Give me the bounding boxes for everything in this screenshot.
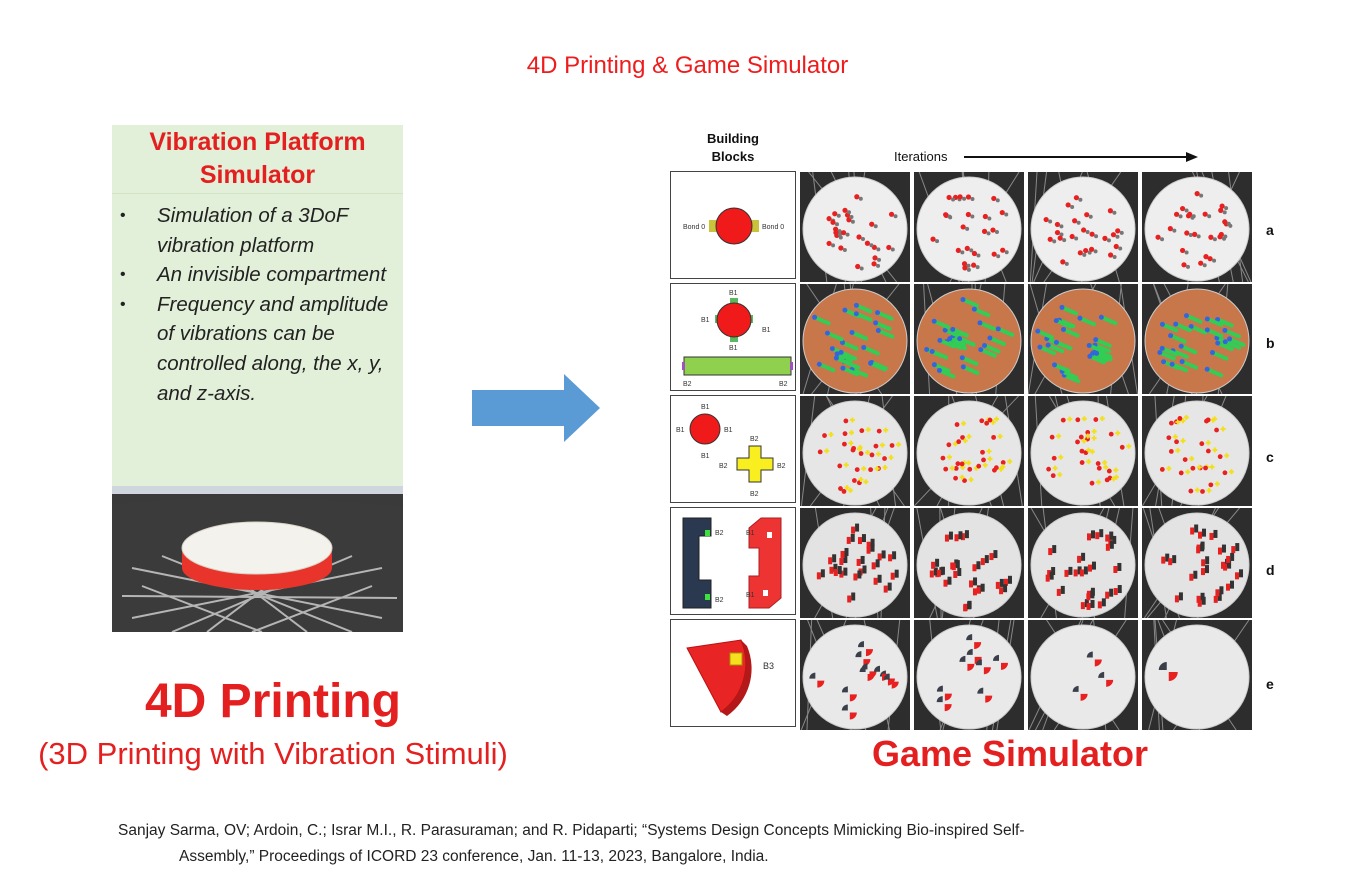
simulation-thumbnail xyxy=(1142,620,1252,730)
building-block-c: B1 B1 B1 B1 B2 B2 B2 B2 xyxy=(670,395,796,503)
iterations-arrow-icon xyxy=(964,152,1198,162)
building-block-b: B1 B1 B1 B1 B2 B2 xyxy=(670,283,796,391)
b1-label: B1 xyxy=(746,530,755,537)
panel-heading-line2: Simulator xyxy=(199,161,316,189)
b2-label: B2 xyxy=(715,530,724,537)
b1-label: B1 xyxy=(676,427,685,434)
row-label-b: b xyxy=(1266,335,1275,351)
b1-label: B1 xyxy=(724,427,733,434)
feature-list: • Simulation of a 3DoF vibration platform… xyxy=(120,201,405,408)
b1-label: B1 xyxy=(762,327,771,334)
simulation-thumbnail xyxy=(914,620,1024,730)
simulation-thumbnail xyxy=(800,172,910,282)
b2-label: B2 xyxy=(683,381,692,388)
feature-item: • An invisible compartment xyxy=(120,260,405,290)
simulation-thumbnail xyxy=(800,396,910,506)
b2-label: B2 xyxy=(715,597,724,604)
feature-item: • Simulation of a 3DoF vibration platform xyxy=(120,201,405,260)
simulation-thumbnail xyxy=(1028,396,1138,506)
simulation-thumbnail xyxy=(1142,396,1252,506)
building-block-d: B2 B2 B1 B1 xyxy=(670,507,796,615)
b1-label: B1 xyxy=(701,317,710,324)
4d-printing-title: 4D Printing xyxy=(144,675,401,728)
row-label-e: e xyxy=(1266,676,1274,692)
game-simulator-title: Game Simulator xyxy=(871,733,1149,774)
citation-line2: Assembly,” Proceedings of ICORD 23 confe… xyxy=(179,848,769,865)
b3-label: B3 xyxy=(763,661,774,671)
bond-label: Bond 0 xyxy=(762,224,784,231)
b2-label: B2 xyxy=(750,436,759,443)
bullet-dot: • xyxy=(120,207,126,224)
building-block-a: Bond 0 Bond 0 xyxy=(670,171,796,279)
simulation-thumbnail xyxy=(914,172,1024,282)
vibration-platform-render xyxy=(112,486,403,632)
b2-label: B2 xyxy=(779,381,788,388)
simulator-panel: Vibration Platform Simulator • Simulation… xyxy=(112,125,403,632)
simulation-thumbnail xyxy=(914,396,1024,506)
simulation-thumbnail xyxy=(800,508,910,618)
feature-text: Simulation of a 3DoF vibration platform xyxy=(157,204,349,257)
citation: Sanjay Sarma, OV; Ardoin, C.; Israr M.I.… xyxy=(118,818,1238,870)
4d-printing-subtitle: (3D Printing with Vibration Stimuli) xyxy=(38,736,508,771)
simulation-thumbnail xyxy=(1142,284,1252,394)
simulation-thumbnail xyxy=(800,284,910,394)
bullet-dot: • xyxy=(120,295,126,313)
citation-line1: Sanjay Sarma, OV; Ardoin, C.; Israr M.I.… xyxy=(118,822,1025,839)
bond-label: Bond 0 xyxy=(683,224,705,231)
simulation-thumbnail xyxy=(1028,508,1138,618)
simulation-thumbnail xyxy=(1142,172,1252,282)
right-arrow-icon xyxy=(472,374,600,442)
feature-text: Frequency and amplitude of vibrations ca… xyxy=(157,292,389,405)
simulation-thumbnail xyxy=(1142,508,1252,618)
row-label-c: c xyxy=(1266,449,1274,465)
feature-item: • Frequency and amplitude of vibrations … xyxy=(120,290,405,408)
row-label-a: a xyxy=(1266,222,1274,238)
iterations-label: Iterations xyxy=(894,149,948,164)
simulation-thumbnail xyxy=(800,620,910,730)
b1-label: B1 xyxy=(701,453,710,460)
feature-text: An invisible compartment xyxy=(157,263,387,287)
simulation-thumbnail xyxy=(1028,284,1138,394)
b1-label: B1 xyxy=(701,404,710,411)
b2-label: B2 xyxy=(750,491,759,498)
simulation-thumbnail xyxy=(914,284,1024,394)
bullet-dot: • xyxy=(120,266,126,284)
panel-heading: Vibration Platform Simulator xyxy=(112,125,403,194)
slide-title: 4D Printing & Game Simulator xyxy=(526,52,849,79)
simulation-thumbnail xyxy=(1028,620,1138,730)
building-blocks-header: Building Blocks xyxy=(707,131,759,164)
row-label-d: d xyxy=(1266,562,1275,578)
simulation-thumbnail xyxy=(1028,172,1138,282)
b1-label: B1 xyxy=(729,290,738,297)
simulation-thumbnail xyxy=(914,508,1024,618)
b2-label: B2 xyxy=(777,463,786,470)
b1-label: B1 xyxy=(746,592,755,599)
building-block-e: B3 xyxy=(670,619,796,727)
panel-heading-line1: Vibration Platform xyxy=(149,128,366,156)
b2-label: B2 xyxy=(719,463,728,470)
b1-label: B1 xyxy=(729,345,738,352)
